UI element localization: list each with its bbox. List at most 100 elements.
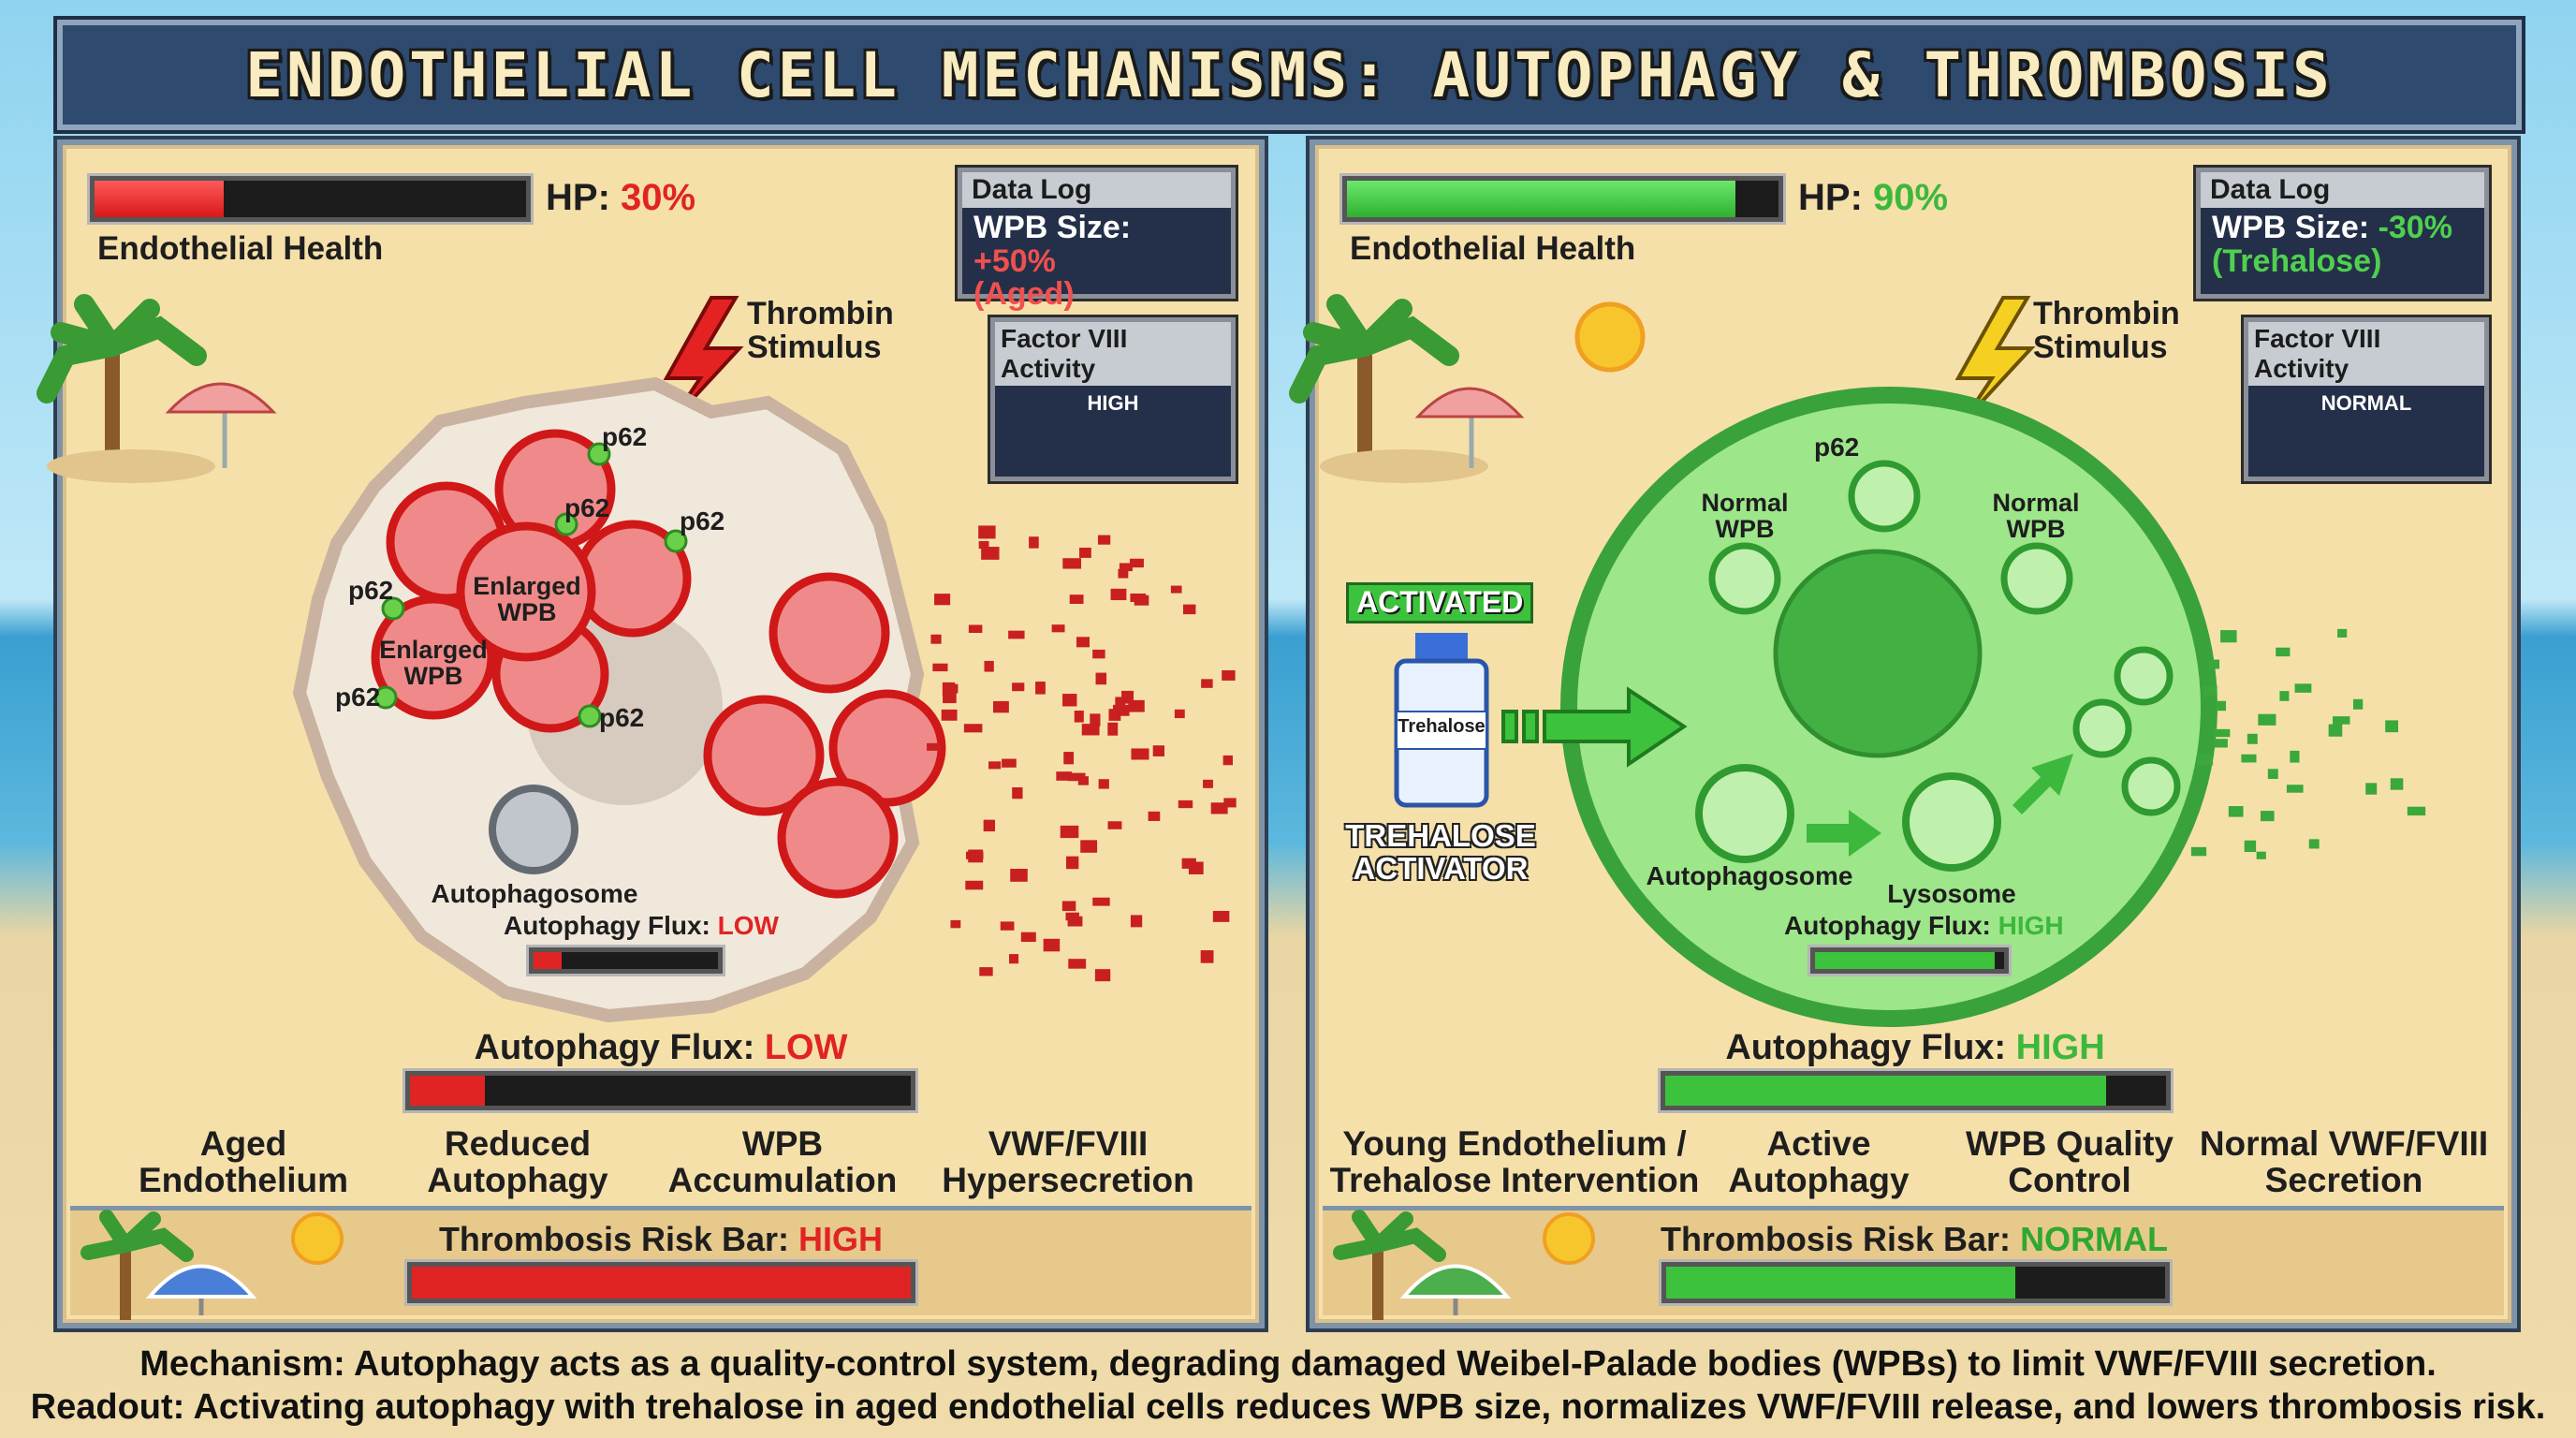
vwf-particle bbox=[1148, 811, 1161, 821]
vwf-particle bbox=[2220, 630, 2237, 643]
normal-wpb-label: Normal WPB bbox=[1992, 489, 2080, 544]
vwf-particle bbox=[1080, 840, 1098, 853]
stage-line: Reduced bbox=[444, 1124, 592, 1163]
cell-flux-readout: Autophagy Flux: LOW bbox=[504, 912, 779, 939]
vwf-particle bbox=[1107, 821, 1122, 829]
vwf-particle bbox=[1107, 722, 1119, 736]
autophagosome bbox=[489, 785, 578, 874]
wpb-size-label: WPB Size: bbox=[973, 210, 1132, 245]
stage-line: Autophagy bbox=[1728, 1160, 1910, 1199]
health-label: Endothelial Health bbox=[1350, 230, 1636, 267]
vwf-particle bbox=[1094, 969, 1111, 982]
enlarged-wpb-label: Enlarged WPB bbox=[379, 636, 488, 691]
condition-label: (Aged) bbox=[973, 276, 1075, 313]
vial-label: Trehalose bbox=[1398, 716, 1486, 737]
beach-umbrella-icon bbox=[1399, 1264, 1512, 1315]
palm-tree-icon bbox=[1289, 294, 1488, 483]
vwf-particle bbox=[2213, 728, 2231, 738]
cell-flux-bar bbox=[1810, 947, 2009, 974]
vwf-particle bbox=[1035, 682, 1046, 695]
stage-line: VWF/FVIII bbox=[988, 1124, 1149, 1163]
activator-line: TREHALOSE bbox=[1345, 818, 1536, 853]
hp-value: 90% bbox=[1873, 177, 1949, 218]
vwf-particle bbox=[2228, 806, 2244, 817]
secretion-bulbs bbox=[703, 572, 946, 899]
risk-bar-fill bbox=[412, 1267, 911, 1299]
p62-label: p62 bbox=[348, 576, 394, 605]
factor-viii-level: NORMAL bbox=[2320, 391, 2412, 415]
hp-bar-fill bbox=[95, 181, 225, 217]
beach-umbrella-icon bbox=[1414, 387, 1525, 468]
factor-viii-box: Factor VIII Activity NORMAL bbox=[2244, 317, 2489, 481]
vwf-particle bbox=[984, 660, 994, 672]
mechanism-caption: Mechanism: Autophagy acts as a quality-c… bbox=[139, 1344, 2437, 1384]
readout-caption: Readout: Activating autophagy with treha… bbox=[30, 1387, 2546, 1427]
vwf-particle bbox=[2214, 739, 2228, 748]
vwf-particle bbox=[1068, 959, 1087, 969]
hp-label: HP: bbox=[1798, 177, 1863, 218]
vwf-particle bbox=[2241, 754, 2257, 763]
palm-tree-icon bbox=[1333, 1210, 1446, 1320]
autophagy-flux-bar bbox=[405, 1071, 915, 1110]
stage-line: Active bbox=[1766, 1124, 1871, 1163]
vwf-particle bbox=[1081, 724, 1100, 736]
vwf-particle bbox=[1067, 772, 1086, 782]
vwf-particle bbox=[1056, 771, 1073, 781]
vwf-particle bbox=[942, 682, 956, 696]
p62-label: p62 bbox=[564, 493, 610, 522]
flux-bar-fill bbox=[410, 1076, 486, 1106]
vwf-particle bbox=[950, 919, 961, 929]
vwf-particle bbox=[1110, 588, 1127, 601]
vwf-particle bbox=[2208, 659, 2220, 669]
vwf-particle bbox=[1203, 779, 1213, 788]
cell-flux-readout: Autophagy Flux: HIGH bbox=[1784, 912, 2064, 939]
vwf-particles bbox=[927, 525, 1237, 982]
wpb-size-label: WPB Size: bbox=[2212, 210, 2370, 245]
trehalose-vial-icon bbox=[1394, 633, 1489, 808]
vwf-particle bbox=[2216, 700, 2227, 712]
vwf-particle bbox=[1222, 669, 1236, 681]
vwf-particle bbox=[1092, 897, 1110, 906]
normal-wpb-vesicles bbox=[1708, 460, 2073, 615]
hp-bar bbox=[90, 176, 531, 222]
vwf-particle bbox=[1002, 758, 1017, 768]
thrombosis-risk-bar bbox=[1661, 1262, 2170, 1303]
vwf-particle bbox=[1051, 624, 1065, 633]
vwf-particle bbox=[2365, 783, 2378, 795]
vwf-particle bbox=[2337, 628, 2348, 638]
vwf-particle bbox=[1222, 755, 1233, 766]
hp-readout: HP: 90% bbox=[1798, 178, 1948, 217]
thrombin-stimulus-label: Thrombin Stimulus bbox=[747, 296, 894, 364]
cell-flux-bar-fill bbox=[534, 952, 562, 969]
exocytosis-bulbs bbox=[2072, 646, 2181, 816]
risk-bar-fill bbox=[1666, 1267, 2016, 1299]
stimulus-line-1: Thrombin bbox=[747, 296, 894, 331]
vwf-particle bbox=[2197, 754, 2214, 766]
vwf-particle bbox=[1008, 630, 1025, 639]
enlarged-wpb-cluster bbox=[371, 429, 692, 733]
cell-flux-label: Autophagy Flux: bbox=[504, 911, 710, 940]
stage-line: Normal VWF/FVIII bbox=[2199, 1124, 2489, 1163]
enlarged-wpb-label: Enlarged WPB bbox=[473, 572, 581, 627]
palm-tree-icon bbox=[37, 294, 215, 483]
stage-line: Control bbox=[2008, 1160, 2131, 1199]
hp-bar bbox=[1342, 176, 1783, 222]
stage-line: WPB bbox=[741, 1124, 824, 1163]
vwf-particle bbox=[1092, 649, 1105, 659]
activated-badge: ACTIVATED bbox=[1346, 582, 1534, 624]
vwf-particle bbox=[988, 761, 1002, 770]
vwf-particle bbox=[1119, 563, 1133, 572]
flux-label: Autophagy Flux: bbox=[474, 1028, 755, 1067]
vwf-particle bbox=[2203, 684, 2217, 696]
vwf-particle bbox=[934, 594, 951, 606]
stage-line: Young Endothelium / bbox=[1342, 1124, 1687, 1163]
vwf-particle bbox=[1121, 690, 1134, 704]
beach-umbrella-icon bbox=[165, 382, 277, 468]
vwf-particle bbox=[2385, 720, 2399, 733]
vwf-particle bbox=[1069, 594, 1084, 605]
stimulus-line-2: Stimulus bbox=[2033, 329, 2168, 365]
nucleus bbox=[1773, 549, 1983, 758]
vwf-particle bbox=[1098, 779, 1109, 789]
